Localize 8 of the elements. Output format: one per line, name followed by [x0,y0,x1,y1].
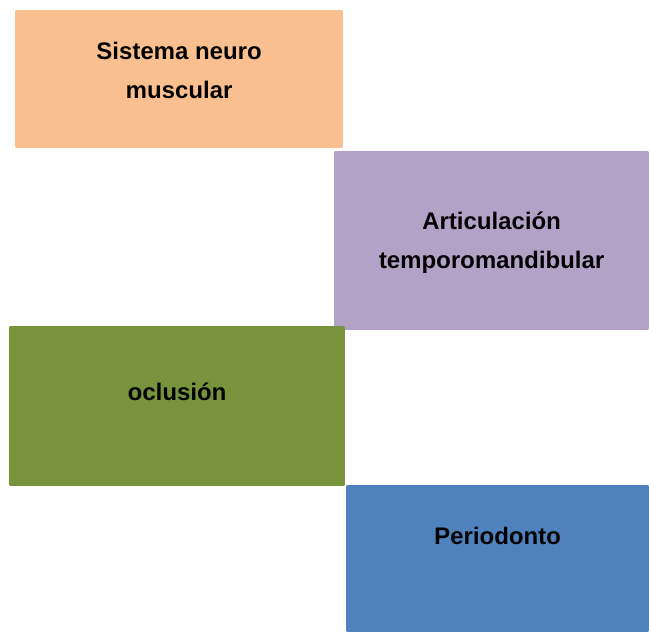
box-label: Periodonto [434,522,561,552]
category-box [334,151,649,330]
category-box [15,10,343,148]
box-label: Sistema neuro muscular [95,37,263,106]
category-box [9,326,345,486]
category-box [346,485,649,632]
box-label: Articulación temporomandibular [378,206,606,276]
box-label: oclusión [128,378,226,408]
